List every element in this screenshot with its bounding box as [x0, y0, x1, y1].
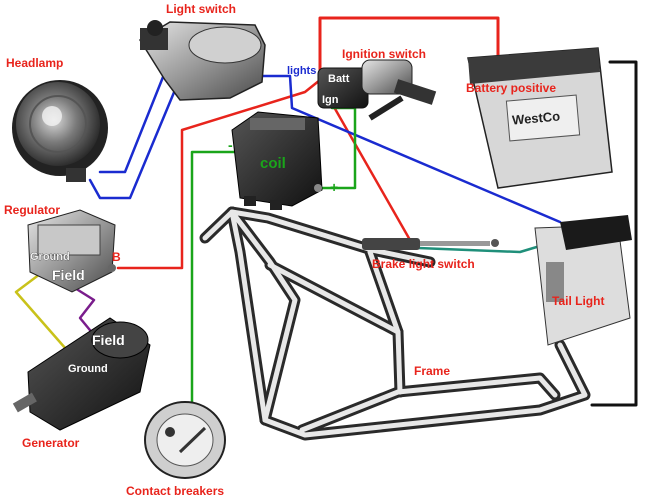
labels: Light switch Headlamp Ignition switch Ba… [4, 2, 604, 498]
battery-brand: WestCo [511, 109, 560, 128]
label-coil-plus: + [330, 179, 338, 195]
label-light-switch: Light switch [166, 2, 236, 16]
label-generator: Generator [22, 436, 80, 450]
wire-battery-positive [318, 16, 500, 77]
battery: WestCo [467, 47, 613, 189]
headlamp [12, 80, 108, 182]
label-ign: Ign [322, 94, 339, 106]
label-contact-breakers: Contact breakers [126, 484, 224, 498]
label-frame: Frame [414, 364, 450, 378]
label-battery-positive: Battery positive [466, 81, 556, 95]
label-tail-light: Tail Light [552, 294, 604, 308]
label-headlamp: Headlamp [6, 56, 63, 70]
label-batt: Batt [328, 73, 350, 85]
light-switch [138, 20, 266, 101]
brake-light-switch-part [362, 238, 499, 250]
label-reg-field: Field [52, 267, 85, 283]
wire-coil-ign [320, 106, 357, 190]
label-coil-minus: - [228, 137, 233, 153]
label-gen-field: Field [92, 332, 125, 348]
label-reg-b: B [112, 250, 121, 264]
label-reg-ground: Ground [30, 251, 70, 263]
label-gen-ground: Ground [68, 363, 108, 375]
wire-headlamp-1 [98, 70, 167, 174]
ignition-switch [317, 59, 437, 121]
regulator [27, 209, 116, 293]
wire-battery-ground [590, 60, 638, 407]
contact-breakers [144, 401, 226, 479]
wire-regulator-b [116, 78, 322, 270]
label-ignition-switch: Ignition switch [342, 47, 426, 61]
wire-field [68, 283, 96, 337]
wire-headlamp-2 [88, 88, 177, 200]
wire-lights [250, 74, 562, 224]
coil [231, 111, 323, 210]
wires [14, 16, 638, 424]
generator [12, 317, 151, 431]
label-regulator: Regulator [4, 203, 60, 217]
label-lights: lights [287, 65, 316, 77]
wire-coil-breakers [180, 150, 240, 424]
motorcycle-frame [199, 206, 591, 441]
tail-light [534, 215, 632, 346]
wire-brake-switch [328, 98, 412, 242]
label-brake-light-switch: Brake light switch [372, 257, 475, 271]
label-coil: coil [260, 155, 286, 172]
